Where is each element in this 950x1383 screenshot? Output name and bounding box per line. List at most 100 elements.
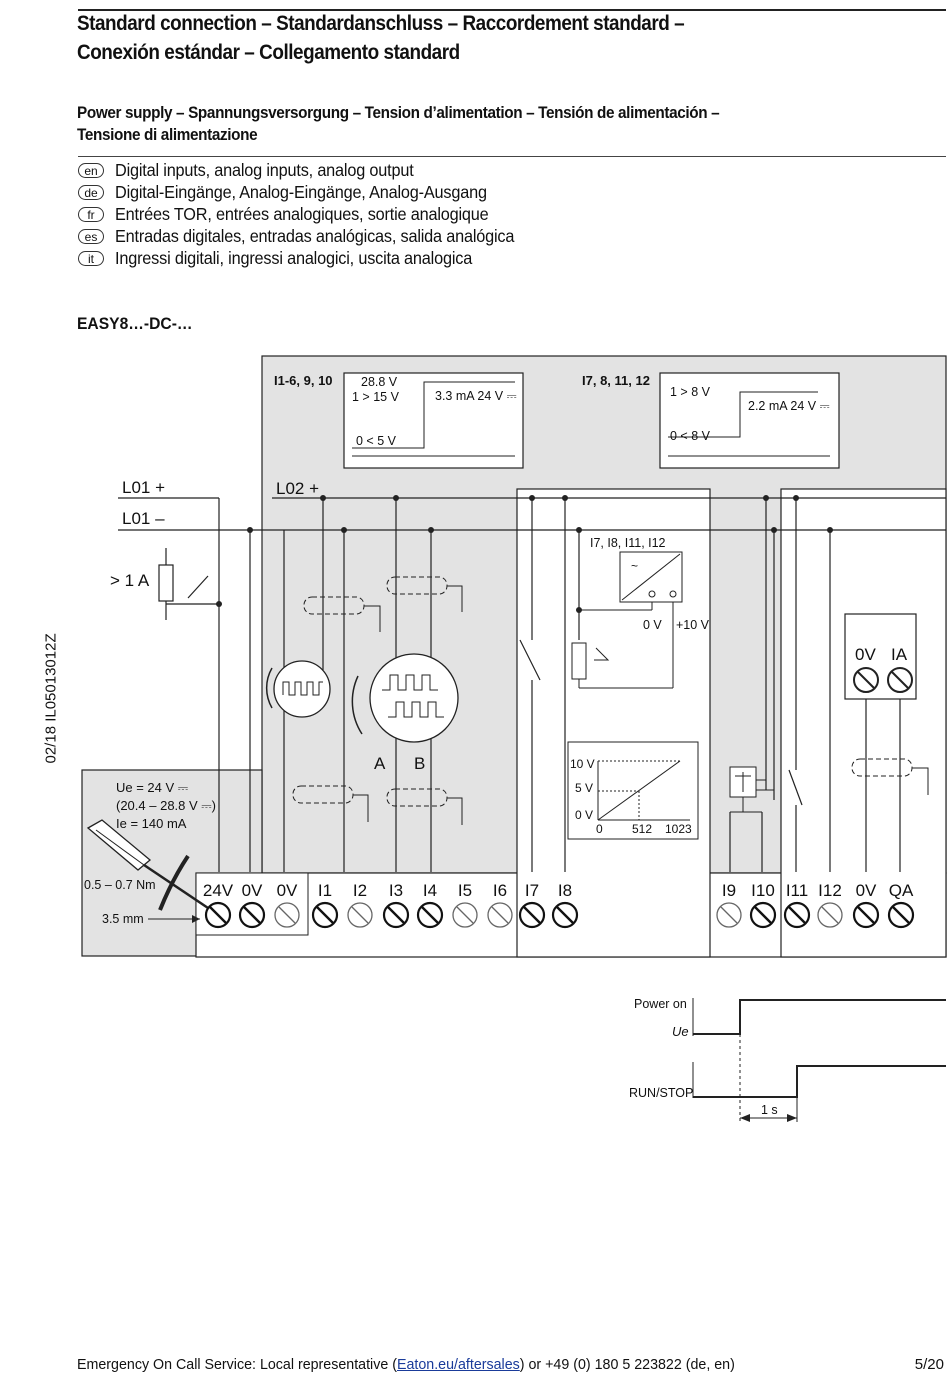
output-ia-label: IA — [891, 645, 908, 664]
terminal-label-16: QA — [889, 881, 914, 900]
output-0v-label: 0V — [855, 645, 876, 664]
graph-x-1023: 1023 — [665, 822, 692, 836]
terminal-label-15: 0V — [856, 881, 877, 900]
group1-von: 1 > 15 V — [352, 390, 400, 404]
group1-vhigh: 28.8 V — [361, 375, 398, 389]
terminal-screw-icon — [238, 901, 266, 929]
terminal-label-0: 24V — [203, 881, 234, 900]
graph-y-0v: 0 V — [575, 808, 593, 822]
terminal-label-2: 0V — [277, 881, 298, 900]
terminal-label-10: I8 — [558, 881, 572, 900]
terminal-label-1: 0V — [242, 881, 263, 900]
terminal-label-12: I10 — [751, 881, 775, 900]
terminal-screw-icon — [783, 901, 811, 929]
terminal-screw-icon — [382, 901, 410, 929]
group1-label: I1-6, 9, 10 — [274, 373, 333, 388]
graph-y-5v: 5 V — [575, 781, 593, 795]
analog-output-box — [780, 488, 947, 958]
ref-0v-label: 0 V — [643, 618, 662, 632]
rail-l01-minus: L01 – — [122, 509, 165, 528]
terminal-screw-icon — [887, 901, 915, 929]
analog-input-label: I7, I8, I11, I12 — [590, 536, 666, 550]
terminal-screw-icon — [817, 902, 843, 928]
ref-10v-label: +10 V — [676, 618, 710, 632]
section-title-line-2: Tensione di alimentazione — [77, 125, 258, 144]
page-number: 5/20 — [914, 1356, 944, 1373]
model-heading: EASY8…-DC-… — [77, 314, 193, 333]
lang-row-es: es Entradas digitales, entradas analógic… — [78, 225, 544, 247]
terminal-label-6: I4 — [423, 881, 437, 900]
terminal-screw-icon — [274, 902, 300, 928]
group2-label: I7, 8, 11, 12 — [582, 373, 650, 388]
terminal-screw-icon — [487, 902, 513, 928]
lang-badge-de: de — [78, 184, 104, 200]
aftersales-link[interactable]: Eaton.eu/aftersales — [396, 1356, 520, 1373]
top-rule — [78, 9, 946, 11]
footer-text: Emergency On Call Service: Local represe… — [77, 1356, 735, 1373]
timing-run-stop: RUN/STOP — [629, 1086, 693, 1100]
terminal-screw-icon — [204, 901, 232, 929]
terminal-label-3: I1 — [318, 881, 332, 900]
terminal-screw-icon — [452, 902, 478, 928]
group1-voff: 0 < 5 V — [356, 434, 397, 448]
lang-text-de: Digital-Eingänge, Analog-Eingänge, Analo… — [115, 181, 487, 202]
fuse-label: > 1 A — [110, 571, 150, 590]
terminal-screws — [204, 901, 915, 929]
supply-ue: Ue = 24 V ⎓ — [116, 780, 188, 795]
graph-x-0: 0 — [596, 822, 603, 836]
lang-text-es: Entradas digitales, entradas analógicas,… — [115, 225, 515, 246]
lang-text-it: Ingressi digitali, ingressi analogici, u… — [115, 247, 473, 268]
terminal-label-14: I12 — [818, 881, 842, 900]
lang-text-fr: Entrées TOR, entrées analogiques, sortie… — [115, 203, 489, 224]
terminal-label-7: I5 — [458, 881, 472, 900]
encoder-channel-a: A — [374, 754, 386, 773]
timing-ue: Ue — [672, 1024, 689, 1039]
section-rule — [78, 156, 946, 157]
lang-badge-it: it — [78, 250, 104, 266]
lang-row-de: de Digital-Eingänge, Analog-Eingänge, An… — [78, 181, 515, 203]
page-title-line-1: Standard connection – Standardanschluss … — [77, 12, 685, 35]
group1-current: 3.3 mA 24 V ⎓ — [435, 389, 517, 403]
timing-delay: 1 s — [761, 1103, 778, 1117]
terminal-label-8: I6 — [493, 881, 507, 900]
torque-label: 0.5 – 0.7 Nm — [84, 878, 156, 892]
graph-x-512: 512 — [632, 822, 652, 836]
terminal-screw-icon — [852, 901, 880, 929]
lang-badge-en: en — [78, 162, 104, 178]
terminal-screw-icon — [311, 901, 339, 929]
group2-current: 2.2 mA 24 V ⎓ — [748, 399, 830, 413]
supply-ie: Ie = 140 mA — [116, 816, 187, 831]
threshold-box-analog — [659, 372, 840, 469]
dc-converter-symbol: ~ — [631, 559, 638, 573]
terminal-screw-icon — [716, 902, 742, 928]
footer-prefix: Emergency On Call Service: Local represe… — [77, 1356, 397, 1373]
rail-l02-plus: L02 + — [276, 479, 319, 498]
lang-row-fr: fr Entrées TOR, entrées analogiques, sor… — [78, 203, 517, 225]
screwdriver-label: 3.5 mm — [102, 912, 144, 926]
terminal-screw-icon — [416, 901, 444, 929]
proximity-sensor-icon — [273, 660, 331, 718]
footer-suffix: ) or +49 (0) 180 5 223822 (de, en) — [519, 1356, 735, 1373]
screwdriver-icon — [86, 819, 215, 914]
page-title-line-2: Conexión estándar – Collegamento standar… — [77, 41, 460, 64]
graph-y-10v: 10 V — [570, 757, 595, 771]
group2-voff: 0 < 8 V — [670, 429, 711, 443]
rail-l01-plus: L01 + — [122, 478, 165, 497]
supply-range: (20.4 – 28.8 V ⎓) — [116, 798, 216, 813]
threshold-box-digital — [343, 372, 524, 469]
terminal-screw-icon — [518, 901, 546, 929]
encoder-channel-b: B — [414, 754, 425, 773]
terminal-label-4: I2 — [353, 881, 367, 900]
lang-badge-es: es — [78, 228, 104, 244]
terminal-screw-icon — [347, 902, 373, 928]
section-title-line-1: Power supply – Spannungsversorgung – Ten… — [77, 103, 720, 122]
timing-power-on: Power on — [634, 997, 687, 1011]
terminal-label-5: I3 — [389, 881, 403, 900]
group2-von: 1 > 8 V — [670, 385, 711, 399]
lang-badge-fr: fr — [78, 206, 104, 222]
encoder-icon — [369, 653, 459, 743]
terminal-screw-icon — [551, 901, 579, 929]
lang-row-en: en Digital inputs, analog inputs, analog… — [78, 159, 436, 181]
